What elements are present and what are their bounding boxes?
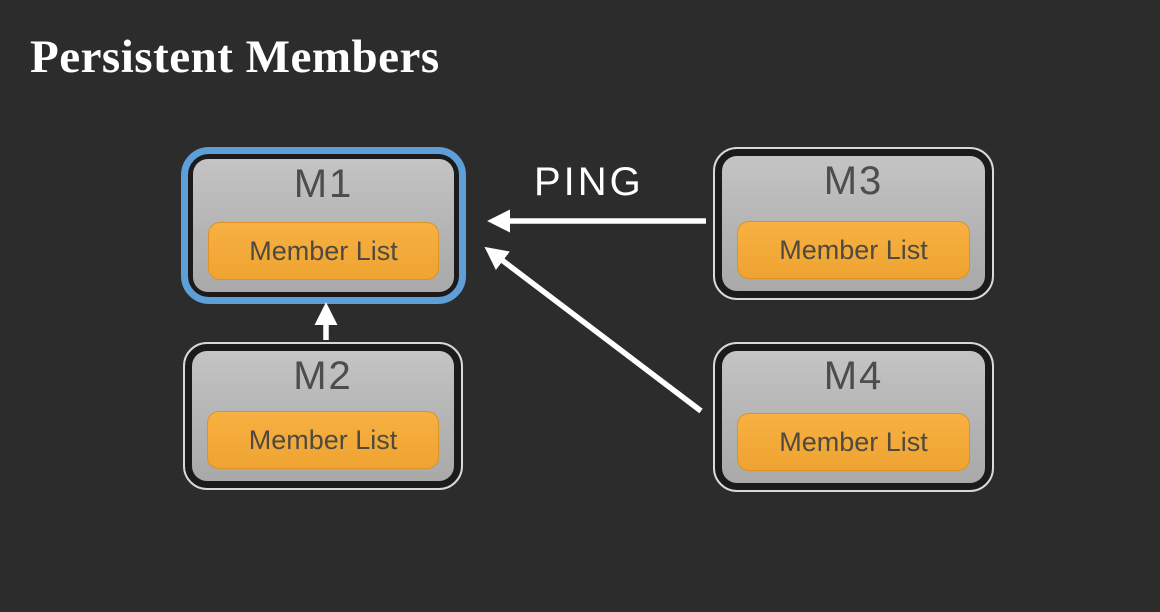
node-m4-body: M4 Member List [722, 351, 985, 483]
node-m3: M3 Member List [713, 147, 994, 300]
node-m2-label: M2 [293, 354, 353, 398]
slide-title: Persistent Members [30, 31, 440, 83]
arrow-m4-to-m1 [484, 246, 703, 414]
node-m1-member-list-label: Member List [249, 235, 398, 266]
node-m2-member-list: Member List [207, 411, 439, 469]
node-m4-member-list: Member List [737, 413, 970, 471]
node-m4: M4 Member List [713, 342, 994, 492]
node-m4-label: M4 [823, 354, 884, 398]
node-m3-body: M3 Member List [722, 156, 985, 291]
node-m1: M1 Member List [181, 147, 466, 304]
node-m4-member-list-label: Member List [779, 426, 928, 457]
node-m2-member-list-label: Member List [248, 424, 398, 455]
ping-edge-label: PING [534, 160, 644, 204]
node-m3-member-list-label: Member List [779, 234, 928, 265]
node-m1-label: M1 [293, 162, 354, 206]
node-m2: M2 Member List [183, 342, 463, 490]
node-m1-member-list: Member List [208, 222, 439, 280]
node-m2-body: M2 Member List [192, 351, 454, 481]
node-m3-label: M3 [823, 159, 884, 203]
node-m1-body: M1 Member List [193, 159, 454, 292]
node-m3-member-list: Member List [737, 221, 970, 279]
